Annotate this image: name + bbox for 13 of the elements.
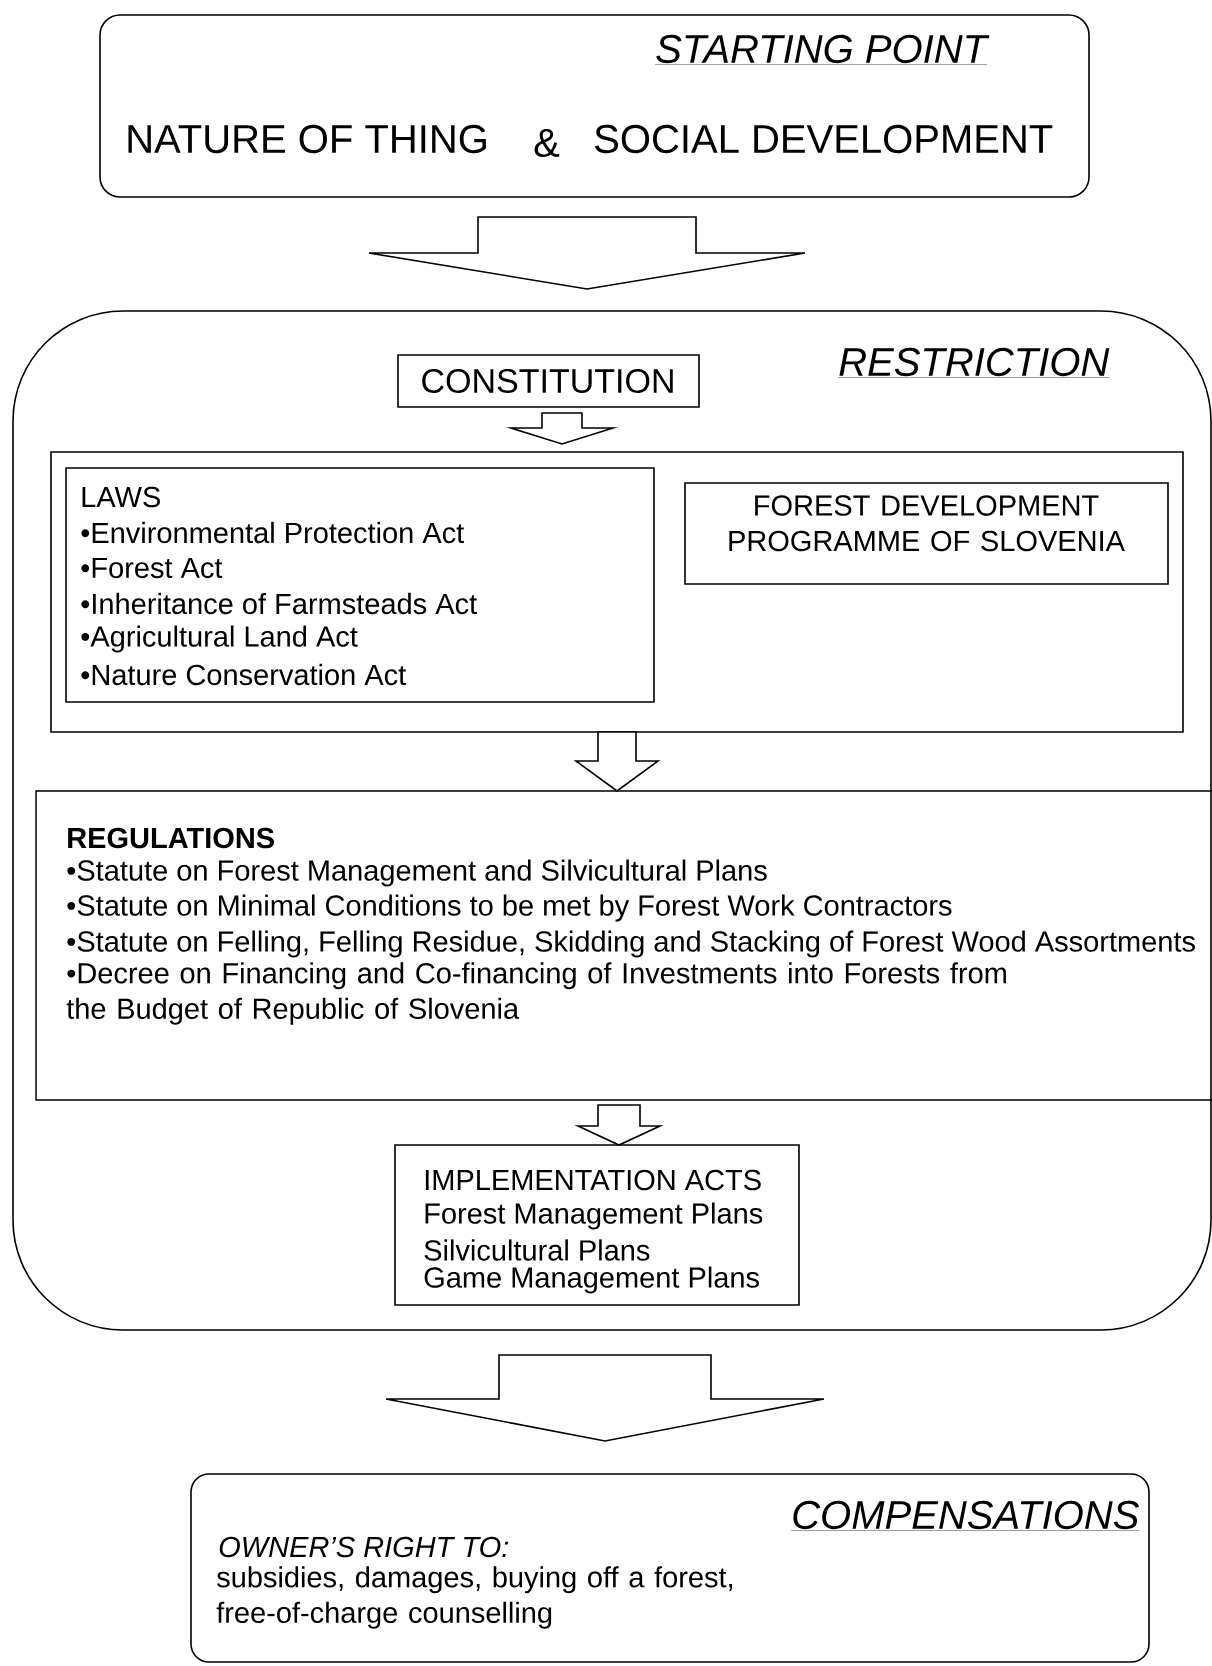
regulations-box: REGULATIONS •Statute on Forest Management and Silvicultural Plans •Statute on Minimal Conditions to be met by Forest Work Contractors •Statute on Felling, Felling Residue, Skidding and Stacking of Forest Wood Assortments •Decree on Financing and Co-financing of Investments into Forests from the Budget of Republic of Slovenia (35, 790, 1212, 1101)
implementation-box: IMPLEMENTATION ACTS Forest Management Plans Silvicultural Plans Game Management Plans (394, 1144, 800, 1306)
constitution-box: CONSTITUTION (397, 354, 700, 408)
laws-box: LAWS •Environmental Protection Act •Forest Act •Inheritance of Farmsteads Act •Agricultural Land Act •Nature Conservation Act (65, 467, 655, 703)
block-arrow (573, 731, 661, 792)
compensations-box: COMPENSATIONS OWNER’S RIGHT TO: subsidies, damages, buying off a forest, free-of-charge counselling (190, 1473, 1150, 1663)
starting-point-box: STARTING POINT NATURE OF THING & SOCIAL DEVELOPMENT (99, 14, 1090, 198)
block-arrow (385, 1354, 825, 1442)
programme-box: FOREST DEVELOPMENT PROGRAMME OF SLOVENIA (684, 482, 1169, 585)
block-arrow (505, 412, 619, 445)
group-box (50, 451, 1184, 733)
block-arrow (574, 1104, 664, 1146)
block-arrow (368, 216, 806, 290)
